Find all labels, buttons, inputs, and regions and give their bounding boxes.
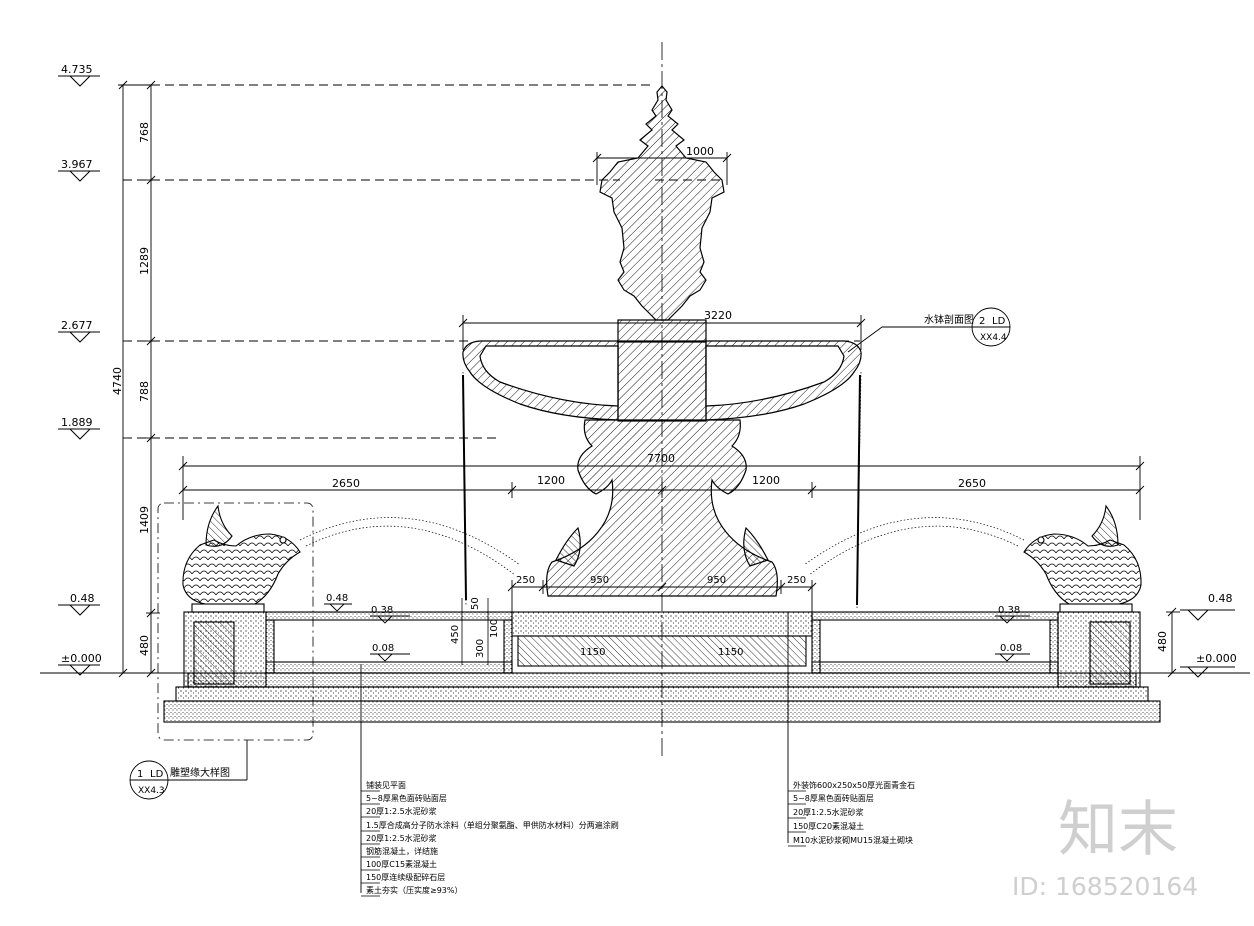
dim-2650-right: 2650 — [958, 477, 986, 490]
note-right-1: 外装饰600x250x50厚光面青金石 — [793, 780, 915, 790]
dim-basin-100: 100 — [489, 619, 500, 638]
dim-1200-left: 1200 — [537, 474, 565, 487]
jet-streams — [462, 374, 861, 606]
note-left-5: 20厚1:2.5水泥砂浆 — [366, 833, 437, 843]
note-right-5: M10水泥砂浆砌MU15混凝土砌块 — [793, 835, 913, 845]
fish-detail-sheet: XX4.3 — [138, 786, 165, 796]
basin-dimension-lines — [461, 598, 489, 665]
note-leaders — [360, 612, 789, 893]
note-right-4: 150厚C20素混凝土 — [793, 821, 864, 831]
note-right-3: 20厚1:2.5水泥砂浆 — [793, 807, 864, 817]
dim-overall-height: 4740 — [111, 367, 124, 395]
bowl-section-callout — [847, 307, 1011, 353]
elev-1889: 1.889 — [61, 416, 93, 429]
dim-1289: 1289 — [138, 247, 151, 275]
fish-detail-code: LD — [150, 769, 164, 780]
elev-0000-right: ±0.000 — [1196, 652, 1237, 665]
level-left-water: 0.38 — [371, 605, 393, 616]
dim-480-left: 480 — [138, 635, 151, 656]
fish-detail-label: 雕塑缘大样图 — [170, 766, 230, 779]
pool-label-right: 1150 — [718, 647, 743, 658]
dim-basin-50: 50 — [470, 597, 481, 610]
fish-detail-frame — [157, 502, 314, 741]
dim-768: 768 — [138, 122, 151, 143]
bowl-section-code: LD — [992, 316, 1006, 327]
dim-basin-450: 450 — [450, 625, 461, 644]
note-left-7: 100厚C15素混凝土 — [366, 859, 437, 869]
notes-right — [788, 790, 806, 847]
note-left-1: 铺装见平面 — [366, 780, 406, 790]
fish-detail-callout — [129, 740, 248, 800]
level-left-rim: 0.48 — [326, 593, 348, 604]
note-left-8: 150厚连续级配碎石层 — [366, 872, 445, 882]
dim-480-right: 480 — [1156, 631, 1169, 652]
level-right-water: 0.38 — [998, 605, 1020, 616]
left-elevation-markers — [58, 75, 100, 676]
bowl-section-num: 2 — [979, 316, 985, 327]
elev-048-right: 0.48 — [1208, 592, 1233, 605]
bowl-section-label: 水钵剖面图 — [924, 313, 974, 326]
pool-structure — [163, 611, 1161, 723]
note-right-2: 5~8厚黑色面砖贴面层 — [793, 793, 874, 803]
dim-2650-left: 2650 — [332, 477, 360, 490]
elev-0000-left: ±0.000 — [61, 652, 102, 665]
note-left-9: 素土夯实（压实度≥93%） — [366, 885, 462, 895]
fish-sculpture-left — [182, 504, 301, 613]
watermark-logo: 知末 — [1058, 795, 1178, 865]
note-left-3: 20厚1:2.5水泥砂浆 — [366, 806, 437, 816]
dim-250-left: 250 — [516, 575, 535, 586]
level-left-floor: 0.08 — [372, 643, 394, 654]
elev-3967: 3.967 — [61, 158, 93, 171]
elev-048-left: 0.48 — [70, 592, 95, 605]
watermark-id: ID: 168520164 — [1012, 872, 1198, 901]
dim-1000: 1000 — [686, 145, 714, 158]
dim-1409: 1409 — [138, 506, 151, 534]
note-left-2: 5~8厚黑色面砖贴面层 — [366, 793, 447, 803]
level-right-floor: 0.08 — [1000, 643, 1022, 654]
note-left-6: 钢筋混凝土，详结施 — [366, 846, 438, 856]
notes-left — [361, 790, 380, 897]
dim-250-right: 250 — [787, 575, 806, 586]
elev-2677: 2.677 — [61, 319, 93, 332]
dim-3220: 3220 — [704, 309, 732, 322]
fish-sculpture-right — [1023, 504, 1142, 613]
dim-basin-300: 300 — [475, 639, 486, 658]
dim-788: 788 — [138, 381, 151, 402]
note-left-4: 1.5厚合成高分子防水涂料（单组分聚氨酯、甲供防水材料）分两遍涂刷 — [366, 820, 619, 830]
dim-1200-right: 1200 — [752, 474, 780, 487]
fountain-sculpture — [462, 85, 862, 597]
vertical-dimension-chain — [118, 80, 160, 678]
fish-detail-num: 1 — [137, 769, 143, 780]
pool-label-left: 1150 — [580, 647, 605, 658]
right-elevation-markers — [1180, 609, 1235, 678]
pool-level-markers — [324, 603, 1030, 662]
elev-4735: 4.735 — [61, 63, 93, 76]
bowl-section-sheet: XX4.4 — [980, 333, 1007, 343]
